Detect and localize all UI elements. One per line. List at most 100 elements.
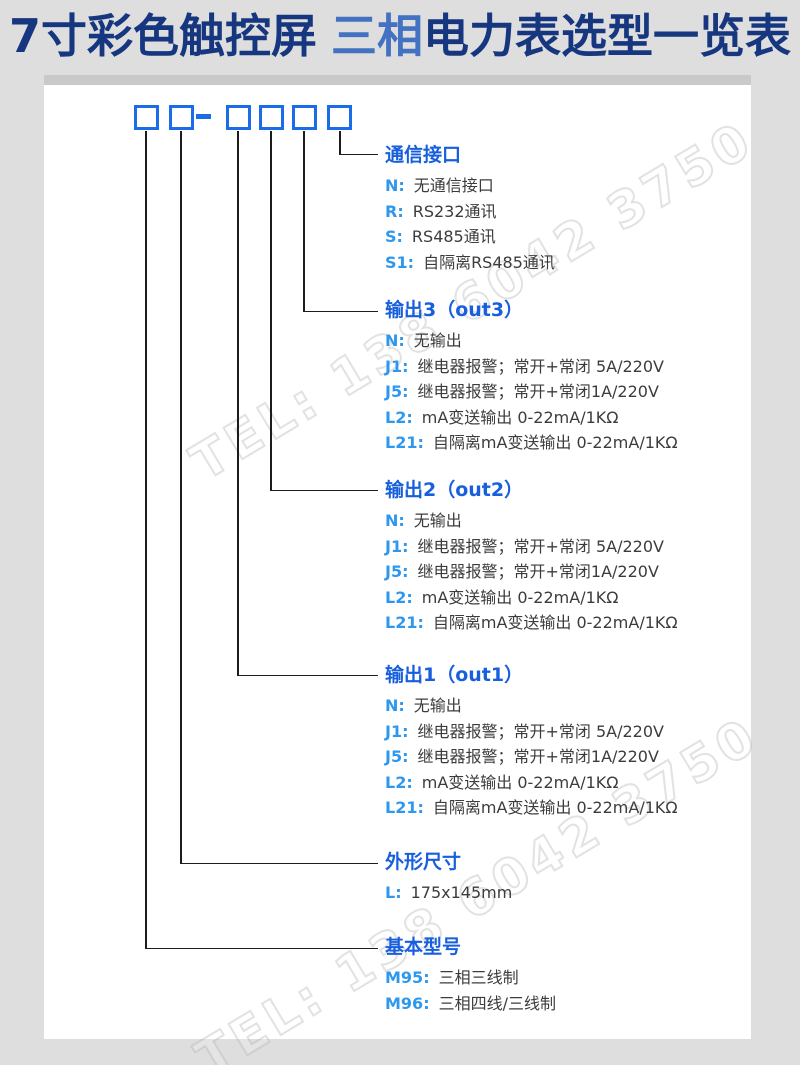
option-code: M96: (385, 993, 430, 1013)
panel-top-strip (44, 75, 751, 85)
option-desc: 175x145mm (410, 883, 513, 902)
option-code: J5: (385, 562, 409, 581)
option-code: N: (385, 696, 405, 715)
option-row: J1: 继电器报警；常开+常闭 5A/220V (385, 354, 678, 380)
option-code: M95: (385, 968, 430, 987)
connector-line-horizontal (303, 310, 378, 312)
option-row: L2: mA变送输出 0-22mA/1KΩ (385, 585, 678, 611)
section-heading: 外形尺寸 (385, 851, 462, 873)
option-code: J1: (385, 356, 409, 376)
option-desc: mA变送输出 0-22mA/1KΩ (421, 407, 619, 427)
model-code-box-1 (134, 105, 159, 130)
option-code: N: (385, 511, 405, 530)
option-row: J5: 继电器报警；常开+常闭1A/220V (385, 379, 678, 405)
connector-line-horizontal (270, 489, 378, 491)
option-row: L2: mA变送输出 0-22mA/1KΩ (385, 770, 678, 796)
option-row: L2: mA变送输出 0-22mA/1KΩ (385, 405, 678, 431)
option-row: L: 175x145mm (385, 880, 512, 906)
option-code: J5: (385, 382, 409, 401)
option-desc: 继电器报警；常开+常闭 5A/220V (417, 536, 664, 556)
option-desc: mA变送输出 0-22mA/1KΩ (421, 587, 619, 607)
option-desc: 继电器报警；常开+常闭1A/220V (417, 382, 659, 401)
option-desc: 三相三线制 (438, 968, 519, 987)
section-out3: 输出3（out3） N: 无输出 J1: 继电器报警；常开+常闭 5A/220V J… (385, 298, 678, 456)
option-desc: 继电器报警；常开+常闭 5A/220V (417, 356, 664, 376)
section-heading: 通信接口 (385, 144, 462, 166)
option-row: N: 无输出 (385, 693, 678, 719)
option-row: J5: 继电器报警；常开+常闭1A/220V (385, 744, 678, 770)
section-heading: 输出2（out2） (385, 479, 524, 501)
model-code-box-2 (169, 105, 194, 130)
option-desc: 继电器报警；常开+常闭 5A/220V (417, 721, 664, 741)
option-row: N: 无输出 (385, 328, 678, 354)
option-code: J5: (385, 747, 409, 766)
option-desc: 三相四线/三线制 (438, 993, 556, 1013)
option-code: L2: (385, 772, 413, 792)
connector-line-vertical (237, 131, 239, 676)
connector-line-horizontal (237, 674, 378, 676)
page-title: 7寸彩色触控屏三相电力表选型一览表 (0, 5, 800, 67)
option-desc: 继电器报警；常开+常闭1A/220V (417, 747, 659, 766)
option-desc: 自隔离mA变送输出 0-22mA/1KΩ (432, 613, 678, 632)
option-desc: 自隔离mA变送输出 0-22mA/1KΩ (432, 798, 678, 817)
option-row: L21: 自隔离mA变送输出 0-22mA/1KΩ (385, 430, 678, 456)
connector-line-horizontal (339, 153, 378, 155)
option-row: S: RS485通讯 (385, 224, 555, 250)
section-out2: 输出2（out2） N: 无输出 J1: 继电器报警；常开+常闭 5A/220V J… (385, 478, 678, 636)
section-comm-interface: 通信接口 N: 无通信接口 R: RS232通讯 S: RS485通讯 S1: 自隔离R… (385, 143, 555, 275)
option-code: R: (385, 201, 404, 221)
option-code: N: (385, 331, 405, 350)
option-code: J1: (385, 536, 409, 556)
option-code: L2: (385, 587, 413, 607)
connector-line-horizontal (145, 947, 378, 949)
option-desc: RS485通讯 (411, 227, 496, 246)
option-row: J1: 继电器报警；常开+常闭 5A/220V (385, 534, 678, 560)
option-code: L21: (385, 798, 424, 817)
model-code-box-5 (292, 105, 317, 130)
model-code-dash (196, 114, 211, 119)
option-desc: 继电器报警；常开+常闭1A/220V (417, 562, 659, 581)
option-desc: 无通信接口 (413, 176, 494, 195)
option-row: M96: 三相四线/三线制 (385, 991, 556, 1017)
option-row: N: 无通信接口 (385, 173, 555, 199)
section-heading: 输出1（out1） (385, 664, 524, 686)
option-desc: 无输出 (413, 696, 462, 715)
connector-line-vertical (145, 131, 147, 949)
option-code: L: (385, 883, 402, 902)
option-code: L21: (385, 613, 424, 632)
option-code: S: (385, 227, 403, 246)
option-desc: 无输出 (413, 511, 462, 530)
option-row: L21: 自隔离mA变送输出 0-22mA/1KΩ (385, 610, 678, 636)
connector-line-vertical (270, 131, 272, 491)
option-desc: 自隔离mA变送输出 0-22mA/1KΩ (432, 433, 678, 452)
connector-line-vertical (180, 131, 182, 864)
connector-line-horizontal (180, 862, 378, 864)
option-row: M95: 三相三线制 (385, 965, 556, 991)
title-part-3: 电力表选型一览表 (423, 9, 791, 63)
option-desc: mA变送输出 0-22mA/1KΩ (421, 772, 619, 792)
option-code: L21: (385, 433, 424, 452)
option-desc: 无输出 (413, 331, 462, 350)
option-row: L21: 自隔离mA变送输出 0-22mA/1KΩ (385, 795, 678, 821)
option-code: J1: (385, 721, 409, 741)
content-panel (44, 85, 751, 1039)
title-part-1: 7寸彩色触控屏 (8, 9, 317, 63)
option-row: N: 无输出 (385, 508, 678, 534)
option-code: L2: (385, 407, 413, 427)
section-heading: 输出3（out3） (385, 299, 524, 321)
model-code-box-3 (226, 105, 251, 130)
title-part-2: 三相 (331, 9, 423, 63)
section-base-model: 基本型号 M95:三相三线制 M96:三相四线/三线制 (385, 935, 556, 1016)
option-desc: RS232通讯 (412, 201, 497, 221)
connector-line-vertical (339, 131, 341, 155)
option-row: R: RS232通讯 (385, 199, 555, 225)
option-desc: 自隔离RS485通讯 (423, 252, 555, 272)
option-row: S1: 自隔离RS485通讯 (385, 250, 555, 276)
option-row: J1: 继电器报警；常开+常闭 5A/220V (385, 719, 678, 745)
model-code-box-6 (327, 105, 352, 130)
option-code: N: (385, 176, 405, 195)
model-code-box-4 (259, 105, 284, 130)
connector-line-vertical (303, 131, 305, 312)
option-code: S1: (385, 252, 415, 272)
